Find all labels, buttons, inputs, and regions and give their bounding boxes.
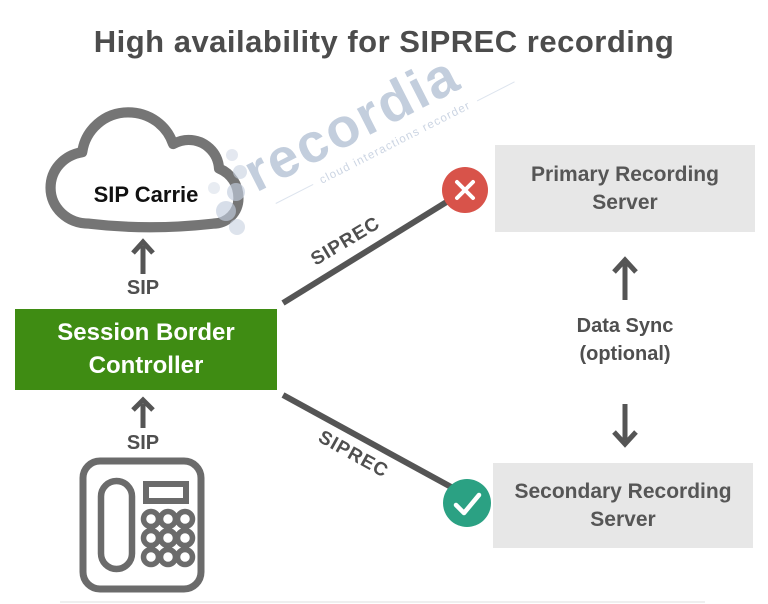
primary-server-label-line2: Server: [592, 190, 658, 214]
desk-phone-icon: [79, 457, 205, 593]
check-circle-icon: [443, 479, 491, 527]
x-circle-icon: [442, 167, 488, 213]
watermark-dot: [226, 149, 238, 161]
cloud-icon: [45, 107, 244, 233]
page-title: High availability for SIPREC recording: [93, 24, 675, 59]
session-border-controller-box: Session Border Controller: [15, 309, 277, 390]
watermark-dot: [227, 183, 245, 201]
watermark-brand: recordia: [233, 41, 470, 203]
watermark-rule-left: [275, 183, 314, 204]
secondary-server-label-line2: Server: [590, 507, 656, 531]
data-sync-label: Data Sync (optional): [535, 312, 715, 368]
data-sync-line2: (optional): [579, 343, 671, 365]
watermark-dot: [229, 219, 245, 235]
sbc-label-line1: Session Border: [57, 319, 235, 347]
watermark-dot: [208, 182, 220, 194]
arrow-up-icon: [612, 256, 638, 300]
watermark-dot: [216, 201, 236, 221]
sip-carrier-label: SIP Carrie: [93, 182, 199, 207]
arrow-up-icon: [131, 396, 155, 428]
sip-cloud-label: SIP: [126, 277, 160, 299]
secondary-server-label-line1: Secondary Recording: [514, 480, 732, 504]
sip-phone-label: SIP: [126, 432, 160, 454]
arrow-up-icon: [131, 238, 155, 274]
data-sync-line1: Data Sync: [576, 315, 674, 337]
primary-server-label-line1: Primary Recording: [531, 163, 719, 187]
watermark-rule-right: [476, 81, 515, 102]
sbc-label-line2: Controller: [88, 351, 204, 379]
arrow-down-icon: [612, 404, 638, 448]
secondary-recording-server-box: Secondary Recording Server: [493, 463, 753, 548]
slide-bottom-edge: [60, 601, 705, 603]
watermark-dot: [233, 165, 247, 179]
primary-recording-server-box: Primary Recording Server: [495, 145, 755, 232]
